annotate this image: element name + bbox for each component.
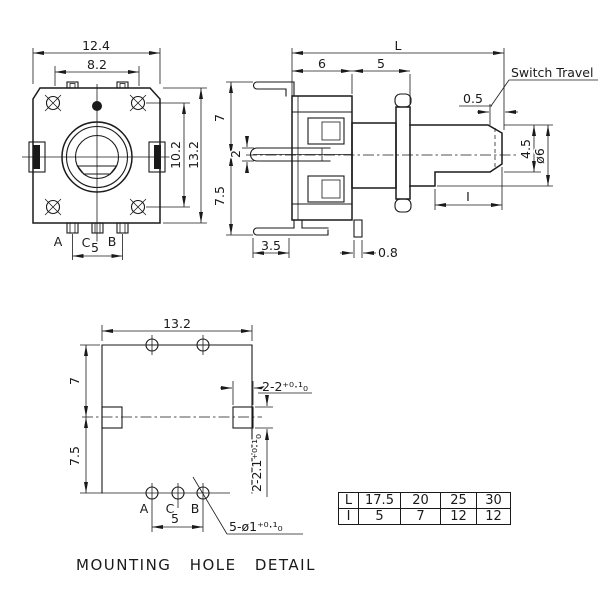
dim-pin-thickness: 2 bbox=[228, 150, 243, 158]
dim-lower-height: 7.5 bbox=[212, 186, 227, 206]
dim-total-length: L bbox=[395, 38, 402, 53]
mounting-view-dimensions: 13.2 7 7.5 2-2⁺⁰·¹₀ 2-2.1⁺⁰·¹₀ A C B bbox=[66, 315, 312, 536]
terminal-label-c: C bbox=[82, 235, 91, 250]
side-view: L 6 5 Switch Travel 0.5 7 7.5 bbox=[211, 37, 598, 262]
dim-slot-height: 2-2.1⁺⁰·¹₀ bbox=[249, 434, 264, 492]
front-view-linework bbox=[22, 81, 172, 250]
hole-label-a: A bbox=[140, 501, 149, 516]
dim-height-inner: 10.2 bbox=[168, 141, 183, 169]
screw-marks bbox=[44, 94, 147, 216]
side-view-dimensions: L 6 5 Switch Travel 0.5 7 7.5 bbox=[211, 37, 598, 262]
terminal-label-b: B bbox=[108, 234, 117, 249]
size-table: L 17.5 20 25 30 I 5 7 12 12 bbox=[338, 492, 511, 525]
side-view-linework bbox=[246, 81, 516, 236]
dim-bracket-thickness: 0.8 bbox=[378, 245, 398, 260]
dim-terminal-pitch: 5 bbox=[91, 240, 99, 255]
dim-slot-width: 2-2⁺⁰·¹₀ bbox=[262, 379, 308, 394]
dim-height-outer: 13.2 bbox=[186, 141, 201, 169]
dim-hole-diameter: 5-ø1⁺⁰·¹₀ bbox=[229, 519, 283, 534]
dim-flat-length: I bbox=[466, 189, 470, 204]
dim-shaft-diameter: ø6 bbox=[532, 148, 547, 164]
table-row-L: L 17.5 20 25 30 bbox=[338, 492, 511, 509]
dim-upper-span: 7 bbox=[67, 377, 82, 385]
table-row-I: I 5 7 12 12 bbox=[338, 508, 511, 525]
dim-pattern-width: 13.2 bbox=[163, 316, 191, 331]
table-cell: 30 bbox=[476, 492, 511, 509]
table-cell: 12 bbox=[440, 508, 477, 525]
terminal-label-a: A bbox=[54, 234, 63, 249]
mounting-view-linework bbox=[80, 335, 262, 532]
table-cell: 5 bbox=[358, 508, 401, 525]
dim-inner-width: 8.2 bbox=[87, 57, 107, 72]
dim-switch-travel: 0.5 bbox=[463, 91, 483, 106]
table-cell: 25 bbox=[440, 492, 477, 509]
dim-hole-pitch: 5 bbox=[171, 511, 179, 526]
table-cell: 7 bbox=[400, 508, 441, 525]
table-cell: I bbox=[338, 508, 359, 525]
dim-bushing-length: 5 bbox=[377, 56, 385, 71]
table-cell: L bbox=[338, 492, 359, 509]
dim-leg-offset: 3.5 bbox=[261, 238, 281, 253]
switch-travel-label: Switch Travel bbox=[511, 65, 593, 80]
dim-body-depth: 6 bbox=[318, 56, 326, 71]
mounting-hole-view: 13.2 7 7.5 2-2⁺⁰·¹₀ 2-2.1⁺⁰·¹₀ A C B bbox=[66, 315, 316, 575]
dim-body-width: 12.4 bbox=[82, 38, 110, 53]
front-view-dimensions: 12.4 8.2 10.2 13.2 A C B 5 bbox=[32, 37, 207, 260]
mounting-view-caption: MOUNTING HOLE DETAIL bbox=[76, 556, 316, 574]
hole-label-c: C bbox=[166, 501, 175, 516]
size-table-grid: L 17.5 20 25 30 I 5 7 12 12 bbox=[338, 492, 511, 525]
table-cell: 17.5 bbox=[358, 492, 401, 509]
front-view: 12.4 8.2 10.2 13.2 A C B 5 bbox=[22, 37, 207, 260]
table-cell: 12 bbox=[476, 508, 511, 525]
hole-label-b: B bbox=[191, 501, 200, 516]
dim-shaft-flat: 4.5 bbox=[518, 139, 533, 159]
dim-lower-span: 7.5 bbox=[67, 446, 82, 466]
dim-upper-height: 7 bbox=[212, 114, 227, 122]
table-cell: 20 bbox=[400, 492, 441, 509]
